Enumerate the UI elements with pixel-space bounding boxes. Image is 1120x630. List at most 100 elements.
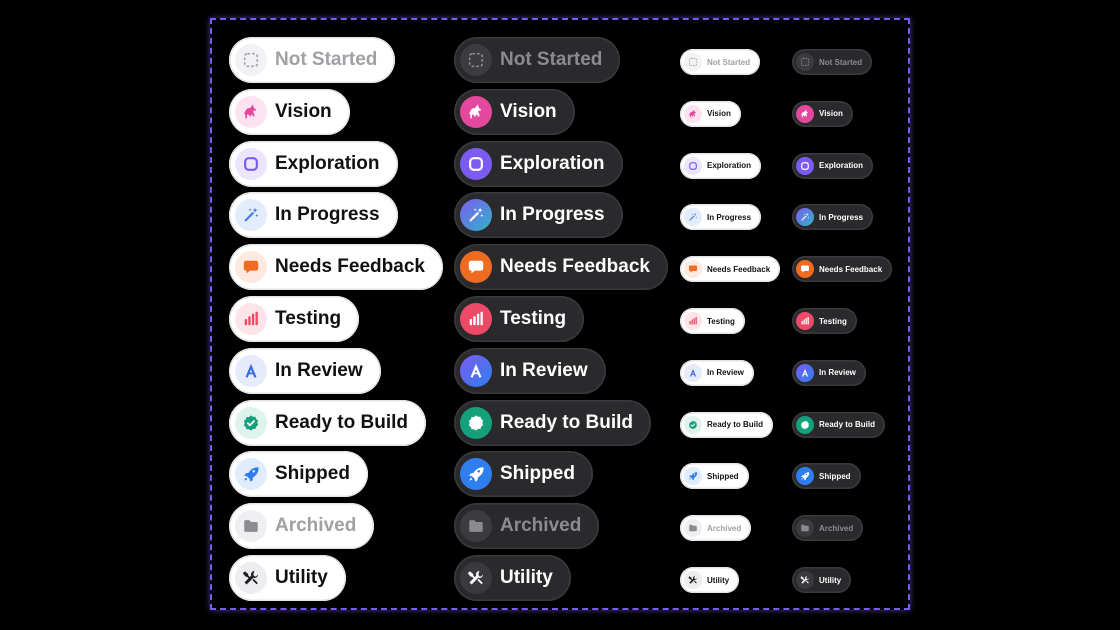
status-pill-utility-large-light[interactable]: Utility bbox=[229, 555, 346, 601]
dashed-square-icon bbox=[684, 53, 702, 71]
status-label: Testing bbox=[707, 316, 735, 326]
chat-bubble-icon bbox=[684, 260, 702, 279]
rocket-icon bbox=[796, 467, 814, 486]
status-pill-archived-large-light[interactable]: Archived bbox=[229, 503, 375, 550]
status-label: Needs Feedback bbox=[819, 264, 883, 274]
status-pill-utility-large-dark[interactable]: Utility bbox=[454, 555, 571, 601]
status-pill-utility-small-light[interactable]: Utility bbox=[680, 567, 740, 593]
status-pill-exploration-small-dark[interactable]: Exploration bbox=[792, 152, 874, 179]
status-label: Not Started bbox=[500, 49, 603, 70]
folder-icon bbox=[460, 510, 492, 543]
review-a-icon bbox=[684, 363, 702, 382]
dashed-square-icon bbox=[796, 53, 814, 71]
status-label: Archived bbox=[707, 523, 742, 533]
status-pill-needs-feedback-small-dark[interactable]: Needs Feedback bbox=[792, 256, 893, 283]
status-pill-not-started-large-light[interactable]: Not Started bbox=[229, 37, 396, 83]
rocket-icon bbox=[684, 467, 702, 486]
status-label: Not Started bbox=[707, 57, 751, 67]
status-pill-needs-feedback-large-light[interactable]: Needs Feedback bbox=[229, 244, 443, 291]
status-label: Shipped bbox=[275, 463, 350, 485]
check-badge-icon bbox=[235, 406, 267, 439]
status-label: Exploration bbox=[707, 161, 752, 171]
unicorn-icon bbox=[684, 104, 702, 123]
status-label: Utility bbox=[500, 567, 553, 588]
status-label: Not Started bbox=[819, 57, 863, 67]
status-pill-vision-small-dark[interactable]: Vision bbox=[792, 100, 853, 127]
status-label: Needs Feedback bbox=[707, 264, 771, 274]
status-pill-testing-small-light[interactable]: Testing bbox=[680, 308, 745, 334]
selection-frame bbox=[210, 18, 910, 610]
status-pill-in-progress-small-light[interactable]: In Progress bbox=[680, 204, 762, 231]
status-pill-ready-to-build-large-light[interactable]: Ready to Build bbox=[229, 399, 427, 446]
status-pill-shipped-small-light[interactable]: Shipped bbox=[680, 463, 749, 490]
status-label: Needs Feedback bbox=[275, 256, 425, 278]
status-pill-not-started-small-light[interactable]: Not Started bbox=[680, 49, 761, 75]
status-label: Archived bbox=[819, 523, 854, 533]
status-pill-in-review-small-light[interactable]: In Review bbox=[680, 359, 754, 386]
status-pill-needs-feedback-small-light[interactable]: Needs Feedback bbox=[680, 256, 781, 283]
compass-icon bbox=[684, 156, 702, 175]
status-label: Needs Feedback bbox=[500, 256, 650, 278]
status-label: In Progress bbox=[275, 204, 380, 226]
status-label: Ready to Build bbox=[819, 420, 876, 430]
unicorn-icon bbox=[796, 104, 814, 123]
magic-wand-icon bbox=[460, 199, 492, 232]
status-pill-testing-small-dark[interactable]: Testing bbox=[792, 308, 857, 334]
tools-icon bbox=[796, 571, 814, 589]
status-pill-vision-small-light[interactable]: Vision bbox=[680, 100, 741, 127]
status-label: In Progress bbox=[707, 212, 752, 222]
tools-icon bbox=[460, 562, 492, 594]
chat-bubble-icon bbox=[796, 260, 814, 279]
status-pill-testing-large-dark[interactable]: Testing bbox=[454, 296, 585, 342]
status-label: Shipped bbox=[707, 471, 739, 481]
status-pill-in-review-large-dark[interactable]: In Review bbox=[454, 347, 606, 394]
check-badge-icon bbox=[684, 415, 702, 434]
compass-icon bbox=[460, 147, 492, 180]
status-pill-in-progress-small-dark[interactable]: In Progress bbox=[792, 204, 874, 231]
status-pill-ready-to-build-small-light[interactable]: Ready to Build bbox=[680, 411, 774, 438]
dashed-square-icon bbox=[235, 44, 267, 76]
bar-chart-icon bbox=[235, 303, 267, 335]
folder-icon bbox=[796, 519, 814, 538]
tools-icon bbox=[235, 562, 267, 594]
status-pill-not-started-small-dark[interactable]: Not Started bbox=[792, 49, 873, 75]
status-pill-needs-feedback-large-dark[interactable]: Needs Feedback bbox=[454, 244, 668, 291]
dashed-square-icon bbox=[460, 44, 492, 76]
chat-bubble-icon bbox=[235, 251, 267, 284]
status-pill-in-progress-large-dark[interactable]: In Progress bbox=[454, 192, 623, 239]
status-label: Utility bbox=[707, 575, 730, 585]
compass-icon bbox=[796, 156, 814, 175]
status-label: Testing bbox=[275, 308, 342, 329]
status-pill-archived-large-dark[interactable]: Archived bbox=[454, 503, 600, 550]
status-label: Testing bbox=[500, 308, 567, 329]
status-pill-exploration-small-light[interactable]: Exploration bbox=[680, 152, 762, 179]
status-pill-not-started-large-dark[interactable]: Not Started bbox=[454, 37, 621, 83]
status-pill-vision-large-dark[interactable]: Vision bbox=[454, 88, 575, 135]
status-pill-exploration-large-dark[interactable]: Exploration bbox=[454, 140, 623, 187]
review-a-icon bbox=[235, 354, 267, 387]
status-label: Vision bbox=[707, 109, 731, 119]
magic-wand-icon bbox=[235, 199, 267, 232]
check-badge-icon bbox=[796, 415, 814, 434]
status-label: Testing bbox=[819, 316, 847, 326]
status-pill-ready-to-build-small-dark[interactable]: Ready to Build bbox=[792, 411, 886, 438]
status-pill-ready-to-build-large-dark[interactable]: Ready to Build bbox=[454, 399, 652, 446]
status-pill-shipped-large-dark[interactable]: Shipped bbox=[454, 451, 593, 498]
status-pill-archived-small-light[interactable]: Archived bbox=[680, 515, 752, 542]
status-pill-utility-small-dark[interactable]: Utility bbox=[792, 567, 852, 593]
status-pill-archived-small-dark[interactable]: Archived bbox=[792, 515, 864, 542]
status-pill-shipped-large-light[interactable]: Shipped bbox=[229, 451, 368, 498]
status-pill-in-review-small-dark[interactable]: In Review bbox=[792, 359, 866, 386]
status-label: In Review bbox=[275, 359, 363, 381]
status-pill-testing-large-light[interactable]: Testing bbox=[229, 296, 360, 342]
status-label: Exploration bbox=[275, 152, 380, 174]
status-label: In Review bbox=[707, 368, 744, 378]
status-pill-vision-large-light[interactable]: Vision bbox=[229, 88, 350, 135]
status-pill-in-review-large-light[interactable]: In Review bbox=[229, 347, 381, 394]
status-label: Shipped bbox=[819, 471, 851, 481]
bar-chart-icon bbox=[460, 303, 492, 335]
rocket-icon bbox=[460, 458, 492, 491]
status-pill-in-progress-large-light[interactable]: In Progress bbox=[229, 192, 398, 239]
status-pill-shipped-small-dark[interactable]: Shipped bbox=[792, 463, 861, 490]
status-pill-exploration-large-light[interactable]: Exploration bbox=[229, 140, 398, 187]
